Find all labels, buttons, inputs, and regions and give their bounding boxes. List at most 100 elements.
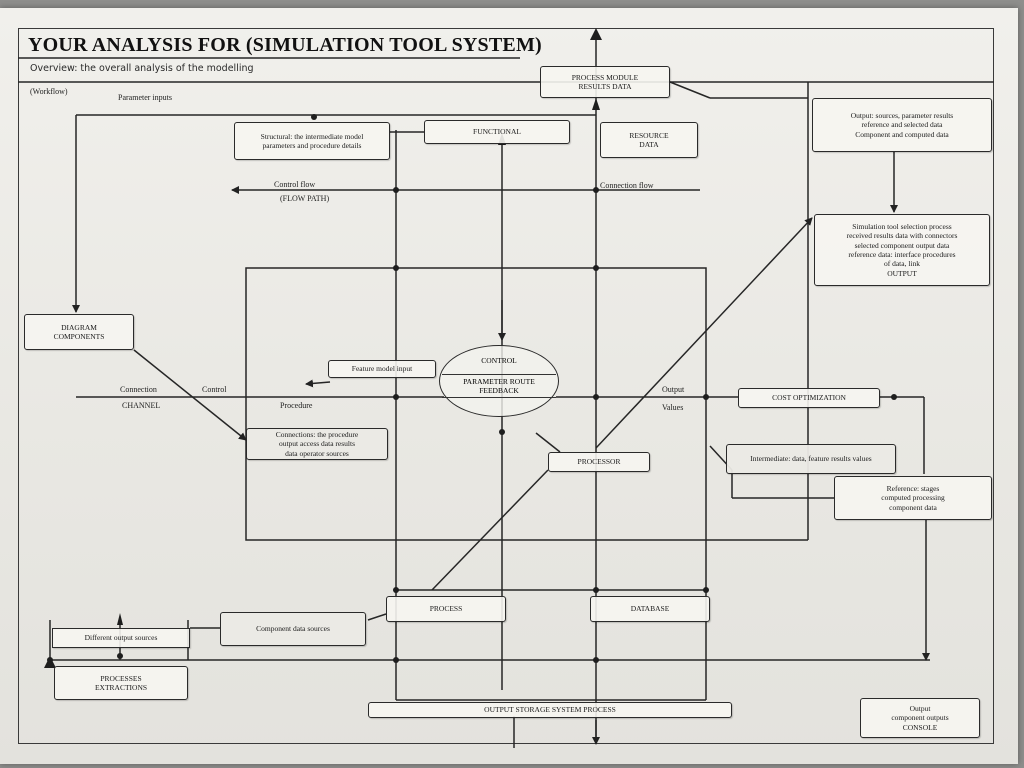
box-line: EXTRACTIONS bbox=[94, 683, 148, 692]
box-line: RESOURCE bbox=[629, 130, 669, 140]
workflow-label: (Workflow) bbox=[30, 87, 68, 96]
procedure-label: Procedure bbox=[280, 401, 313, 410]
box-line: parameters and procedure details bbox=[262, 141, 362, 150]
diagonal-left-arrow bbox=[133, 349, 247, 441]
database-box: DATABASE bbox=[590, 596, 710, 622]
intermediate-table-box: Intermediate: data, feature results valu… bbox=[726, 444, 896, 474]
channel-label: CHANNEL bbox=[122, 401, 161, 410]
box-line: Component data sources bbox=[256, 624, 330, 634]
box-line: component data bbox=[889, 502, 937, 512]
box-line: output access data results bbox=[278, 439, 355, 449]
control-flow-label: Control flow bbox=[274, 180, 316, 189]
box-line: Reference: stages bbox=[886, 483, 940, 493]
junction-dot bbox=[703, 394, 709, 400]
control-node: CONTROL PARAMETER ROUTE FEEDBACK bbox=[439, 345, 559, 417]
functional-box: FUNCTIONAL bbox=[424, 120, 570, 144]
different-output-sources-box: Different output sources bbox=[52, 628, 190, 648]
box-line: received results data with connectors bbox=[846, 231, 958, 241]
box-line: DATABASE bbox=[630, 604, 670, 614]
box-line: FUNCTIONAL bbox=[473, 127, 521, 137]
junction-dot bbox=[393, 265, 399, 271]
box-line: Intermediate: data, feature results valu… bbox=[750, 454, 872, 464]
junction-dot bbox=[393, 587, 399, 593]
box-line: PROCESSOR bbox=[577, 457, 621, 467]
junction-dot bbox=[117, 653, 123, 659]
box-line: reference data: interface procedures bbox=[848, 250, 956, 259]
box-line: data operator sources bbox=[285, 448, 349, 458]
junction-dot bbox=[593, 657, 599, 663]
junction-dot bbox=[311, 114, 317, 120]
values-label: Values bbox=[662, 403, 684, 412]
process-box: PROCESS bbox=[386, 596, 506, 622]
box-line: Output bbox=[909, 703, 931, 713]
box-line: computed processing bbox=[881, 493, 945, 503]
junction-dot bbox=[593, 265, 599, 271]
node-to-processor bbox=[535, 432, 561, 453]
control-flow-sublabel: (FLOW PATH) bbox=[280, 194, 330, 203]
junction-dot bbox=[393, 394, 399, 400]
box-line: OUTPUT bbox=[887, 268, 917, 278]
junction-dot bbox=[499, 429, 505, 435]
junction-dot bbox=[393, 187, 399, 193]
diagram-frame bbox=[18, 28, 994, 744]
node-band: PARAMETER ROUTE FEEDBACK bbox=[442, 374, 556, 398]
box-line: COMPONENTS bbox=[53, 332, 105, 341]
feature-model-box: Feature model input bbox=[328, 360, 436, 378]
junction-dot bbox=[393, 657, 399, 663]
diagonal-right-arrow bbox=[595, 217, 813, 449]
box-line: RESULTS DATA bbox=[578, 82, 632, 91]
top-right-connector bbox=[669, 81, 711, 99]
processor-box: PROCESSOR bbox=[548, 452, 650, 472]
junction-dot bbox=[593, 394, 599, 400]
control-label: Control bbox=[202, 385, 227, 394]
box-line: of data, link bbox=[883, 259, 921, 269]
box-line: PROCESS bbox=[429, 604, 463, 614]
right-mid-box: Simulation tool selection process receiv… bbox=[814, 214, 990, 286]
resource-up-arrowhead bbox=[592, 98, 600, 110]
box-line: DATA bbox=[639, 140, 659, 149]
parameter-inputs-label: Parameter inputs bbox=[118, 93, 172, 102]
diagram-title: YOUR ANALYSIS FOR (SIMULATION TOOL SYSTE… bbox=[28, 34, 542, 56]
junction-dot bbox=[891, 394, 897, 400]
output-storage-bar: OUTPUT STORAGE SYSTEM PROCESS bbox=[368, 702, 732, 718]
diagram-subtitle: Overview: the overall analysis of the mo… bbox=[30, 63, 254, 74]
bottom-mid-link bbox=[367, 613, 387, 621]
cost-optimization-box: COST OPTIMIZATION bbox=[738, 388, 880, 408]
box-line: PROCESSES bbox=[100, 673, 142, 683]
connection-label: Connection bbox=[120, 385, 157, 394]
box-line: OUTPUT STORAGE SYSTEM PROCESS bbox=[484, 705, 616, 715]
bottom-left-up-arrowhead bbox=[117, 613, 123, 625]
box-line: DIAGRAM bbox=[61, 322, 97, 332]
box-line: Output: sources, parameter results bbox=[850, 110, 954, 120]
bottom-left-arrowhead bbox=[44, 656, 56, 668]
process-boundary bbox=[245, 267, 707, 541]
box-line: Structural: the intermediate model bbox=[260, 131, 364, 141]
junction-dot bbox=[593, 587, 599, 593]
box-line: COST OPTIMIZATION bbox=[772, 393, 846, 403]
box-line: Connections: the procedure bbox=[275, 429, 359, 439]
box-line: CONSOLE bbox=[902, 722, 938, 732]
diagonal-lower-line bbox=[431, 469, 549, 591]
box-line: Component and computed data bbox=[855, 129, 949, 139]
box-line: PROCESS MODULE bbox=[571, 72, 639, 82]
node-line: FEEDBACK bbox=[479, 386, 519, 395]
connection-flow-label: Connection flow bbox=[600, 181, 654, 190]
box-line: Different output sources bbox=[84, 633, 158, 643]
box-line: Feature model input bbox=[351, 364, 413, 374]
box-line: Simulation tool selection process bbox=[852, 221, 952, 231]
junction-dot bbox=[593, 187, 599, 193]
box-line: selected component output data bbox=[854, 240, 950, 250]
box-line: reference and selected data bbox=[861, 120, 943, 130]
box-line: component outputs bbox=[891, 713, 949, 723]
node-line: CONTROL bbox=[481, 356, 517, 365]
node-line: PARAMETER ROUTE bbox=[463, 377, 535, 386]
feature-arrow bbox=[305, 379, 331, 388]
